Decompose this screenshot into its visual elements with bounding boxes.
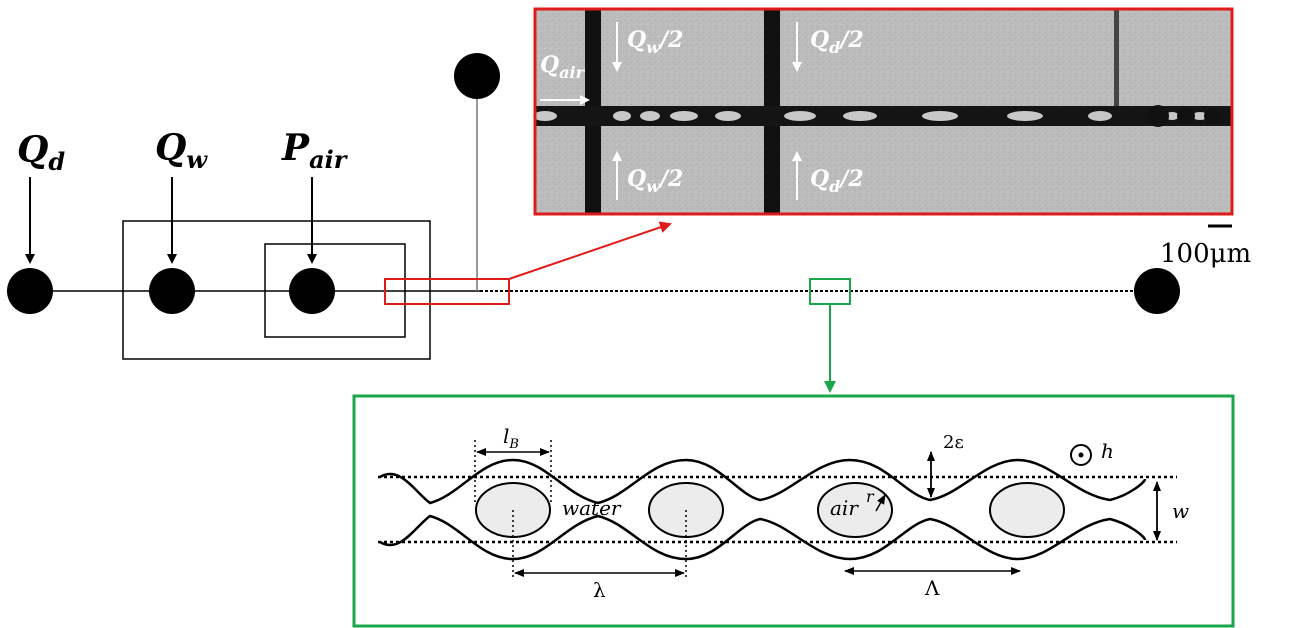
label-qd: Qd bbox=[17, 129, 65, 176]
label-two-eps: 2ε bbox=[943, 432, 964, 453]
node-pair bbox=[289, 268, 335, 314]
node-outlet-end bbox=[1134, 268, 1180, 314]
label-w: w bbox=[1172, 499, 1189, 523]
zoom-arrow-red bbox=[509, 224, 670, 279]
out-of-plane-dot bbox=[1079, 453, 1084, 458]
label-lambda: λ bbox=[593, 578, 606, 602]
micro-main-channel bbox=[535, 106, 1232, 126]
outlet-channel-edge bbox=[1114, 9, 1119, 109]
label-qw: Qw bbox=[155, 127, 208, 174]
label-air: air bbox=[830, 496, 859, 520]
label-big-lambda: Λ bbox=[924, 576, 940, 600]
node-qw bbox=[149, 268, 195, 314]
scale-bar-label: 100μm bbox=[1160, 239, 1251, 269]
node-qd bbox=[7, 268, 53, 314]
bubble-4 bbox=[990, 483, 1064, 537]
bubble-train-schematic: lB λ Λ 2ε h w water air r bbox=[354, 396, 1233, 626]
micrograph-panel: Qair Qw/2 Qd/2 Qw/2 Qd/2 100μm bbox=[533, 9, 1251, 269]
label-water: water bbox=[562, 496, 622, 520]
label-pair: Pair bbox=[281, 127, 349, 174]
node-outlet-top bbox=[454, 53, 500, 99]
label-r: r bbox=[866, 487, 875, 506]
label-h: h bbox=[1101, 439, 1114, 463]
